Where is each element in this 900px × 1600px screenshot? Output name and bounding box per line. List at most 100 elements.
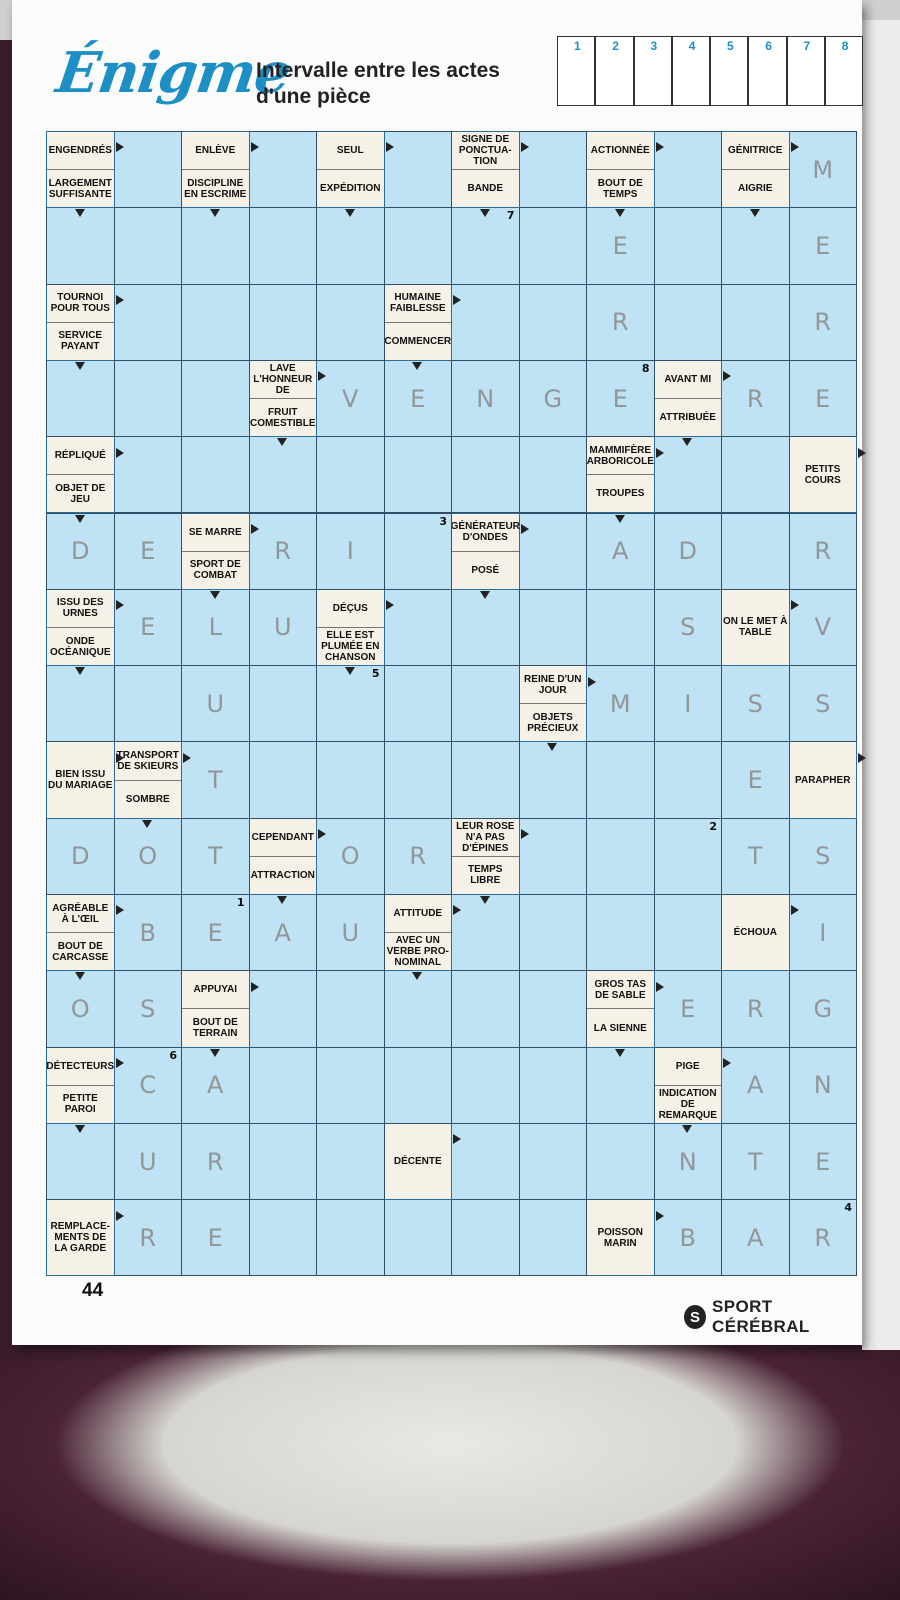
answer-cell[interactable]: S	[788, 665, 857, 743]
answer-cell[interactable]: N	[451, 359, 520, 438]
answer-cell[interactable]	[518, 131, 587, 209]
answer-cell[interactable]: R	[788, 512, 857, 590]
answer-cell[interactable]	[451, 741, 520, 819]
answer-cell[interactable]: U	[181, 665, 250, 743]
answer-cell[interactable]	[316, 741, 385, 819]
answer-cell[interactable]	[383, 1199, 452, 1277]
answer-cell[interactable]	[383, 970, 452, 1048]
answer-cell[interactable]: O	[46, 970, 115, 1048]
answer-cell[interactable]	[113, 359, 182, 438]
answer-cell[interactable]: R	[721, 359, 790, 438]
answer-cell[interactable]	[181, 359, 250, 438]
answer-cell[interactable]: R	[788, 283, 857, 361]
answer-cell[interactable]: S	[721, 665, 790, 743]
answer-cell[interactable]	[383, 1046, 452, 1124]
answer-cell[interactable]: I	[788, 894, 857, 972]
answer-cell[interactable]	[316, 1046, 385, 1124]
answer-cell[interactable]: G	[788, 970, 857, 1048]
answer-cell[interactable]	[518, 207, 587, 285]
answer-cell[interactable]	[451, 894, 520, 972]
answer-cell[interactable]	[451, 588, 520, 667]
answer-cell[interactable]	[518, 894, 587, 972]
answer-cell[interactable]	[586, 1122, 655, 1201]
answer-cell[interactable]: E	[788, 359, 857, 438]
answer-cell[interactable]	[518, 588, 587, 667]
answer-cell[interactable]	[113, 131, 182, 209]
answer-cell[interactable]	[721, 436, 790, 514]
answer-cell[interactable]	[248, 665, 317, 743]
answer-cell[interactable]	[316, 970, 385, 1048]
answer-cell[interactable]	[451, 283, 520, 361]
answer-cell[interactable]	[316, 207, 385, 285]
answer-cell[interactable]	[518, 1199, 587, 1277]
answer-cell[interactable]: V	[788, 588, 857, 667]
answer-cell[interactable]: N	[788, 1046, 857, 1124]
answer-cell[interactable]	[113, 665, 182, 743]
answer-cell[interactable]: S	[788, 817, 857, 895]
answer-cell[interactable]	[518, 1122, 587, 1201]
answer-cell[interactable]: U	[248, 588, 317, 667]
answer-cell[interactable]	[451, 436, 520, 514]
answer-cell[interactable]	[181, 283, 250, 361]
answer-cell[interactable]: M	[586, 665, 655, 743]
answer-cell[interactable]: U	[113, 1122, 182, 1201]
answer-cell[interactable]	[586, 817, 655, 895]
answer-cell[interactable]: A	[181, 1046, 250, 1124]
answer-cell[interactable]: L	[181, 588, 250, 667]
answer-cell[interactable]: E	[788, 207, 857, 285]
answer-cell[interactable]: E	[653, 970, 722, 1048]
answer-cell[interactable]	[383, 588, 452, 667]
answer-cell[interactable]	[248, 1199, 317, 1277]
answer-cell[interactable]: R	[721, 970, 790, 1048]
answer-cell[interactable]	[653, 283, 722, 361]
answer-cell[interactable]	[586, 894, 655, 972]
answer-cell[interactable]: A	[721, 1046, 790, 1124]
answer-cell[interactable]: E	[383, 359, 452, 438]
answer-cell[interactable]	[316, 1199, 385, 1277]
answer-cell[interactable]	[451, 1122, 520, 1201]
answer-slot[interactable]: 4	[671, 36, 710, 106]
answer-cell[interactable]	[518, 741, 587, 819]
answer-cell[interactable]	[518, 817, 587, 895]
answer-cell[interactable]: E	[181, 1199, 250, 1277]
answer-cell[interactable]	[316, 1122, 385, 1201]
answer-cell[interactable]: E	[113, 588, 182, 667]
answer-cell[interactable]	[46, 1122, 115, 1201]
answer-cell[interactable]: S	[653, 588, 722, 667]
answer-slot[interactable]: 6	[748, 36, 787, 106]
answer-cell[interactable]: B	[113, 894, 182, 972]
answer-cell[interactable]: M	[788, 131, 857, 209]
answer-cell[interactable]	[113, 283, 182, 361]
answer-cell[interactable]: R	[181, 1122, 250, 1201]
answer-cell[interactable]	[586, 1046, 655, 1124]
answer-cell[interactable]: E	[113, 512, 182, 590]
answer-slot[interactable]: 1	[557, 36, 596, 106]
answer-cell[interactable]	[721, 512, 790, 590]
answer-cell[interactable]: 7	[451, 207, 520, 285]
answer-slot[interactable]: 3	[633, 36, 672, 106]
answer-cell[interactable]	[181, 207, 250, 285]
answer-cell[interactable]	[248, 970, 317, 1048]
answer-cell[interactable]	[248, 1122, 317, 1201]
answer-cell[interactable]	[248, 207, 317, 285]
answer-cell[interactable]: T	[721, 1122, 790, 1201]
answer-cell[interactable]: D	[46, 817, 115, 895]
answer-slot[interactable]: 7	[786, 36, 825, 106]
answer-cell[interactable]	[586, 588, 655, 667]
answer-cell[interactable]	[451, 1199, 520, 1277]
answer-cell[interactable]	[383, 131, 452, 209]
answer-cell[interactable]	[46, 207, 115, 285]
answer-cell[interactable]	[248, 436, 317, 514]
answer-cell[interactable]	[181, 436, 250, 514]
answer-slot[interactable]: 8	[824, 36, 863, 106]
answer-cell[interactable]: 5	[316, 665, 385, 743]
answer-cell[interactable]: A	[248, 894, 317, 972]
answer-cell[interactable]	[248, 283, 317, 361]
answer-cell[interactable]: V	[316, 359, 385, 438]
answer-cell[interactable]: E	[788, 1122, 857, 1201]
answer-cell[interactable]	[451, 970, 520, 1048]
answer-cell[interactable]	[113, 207, 182, 285]
